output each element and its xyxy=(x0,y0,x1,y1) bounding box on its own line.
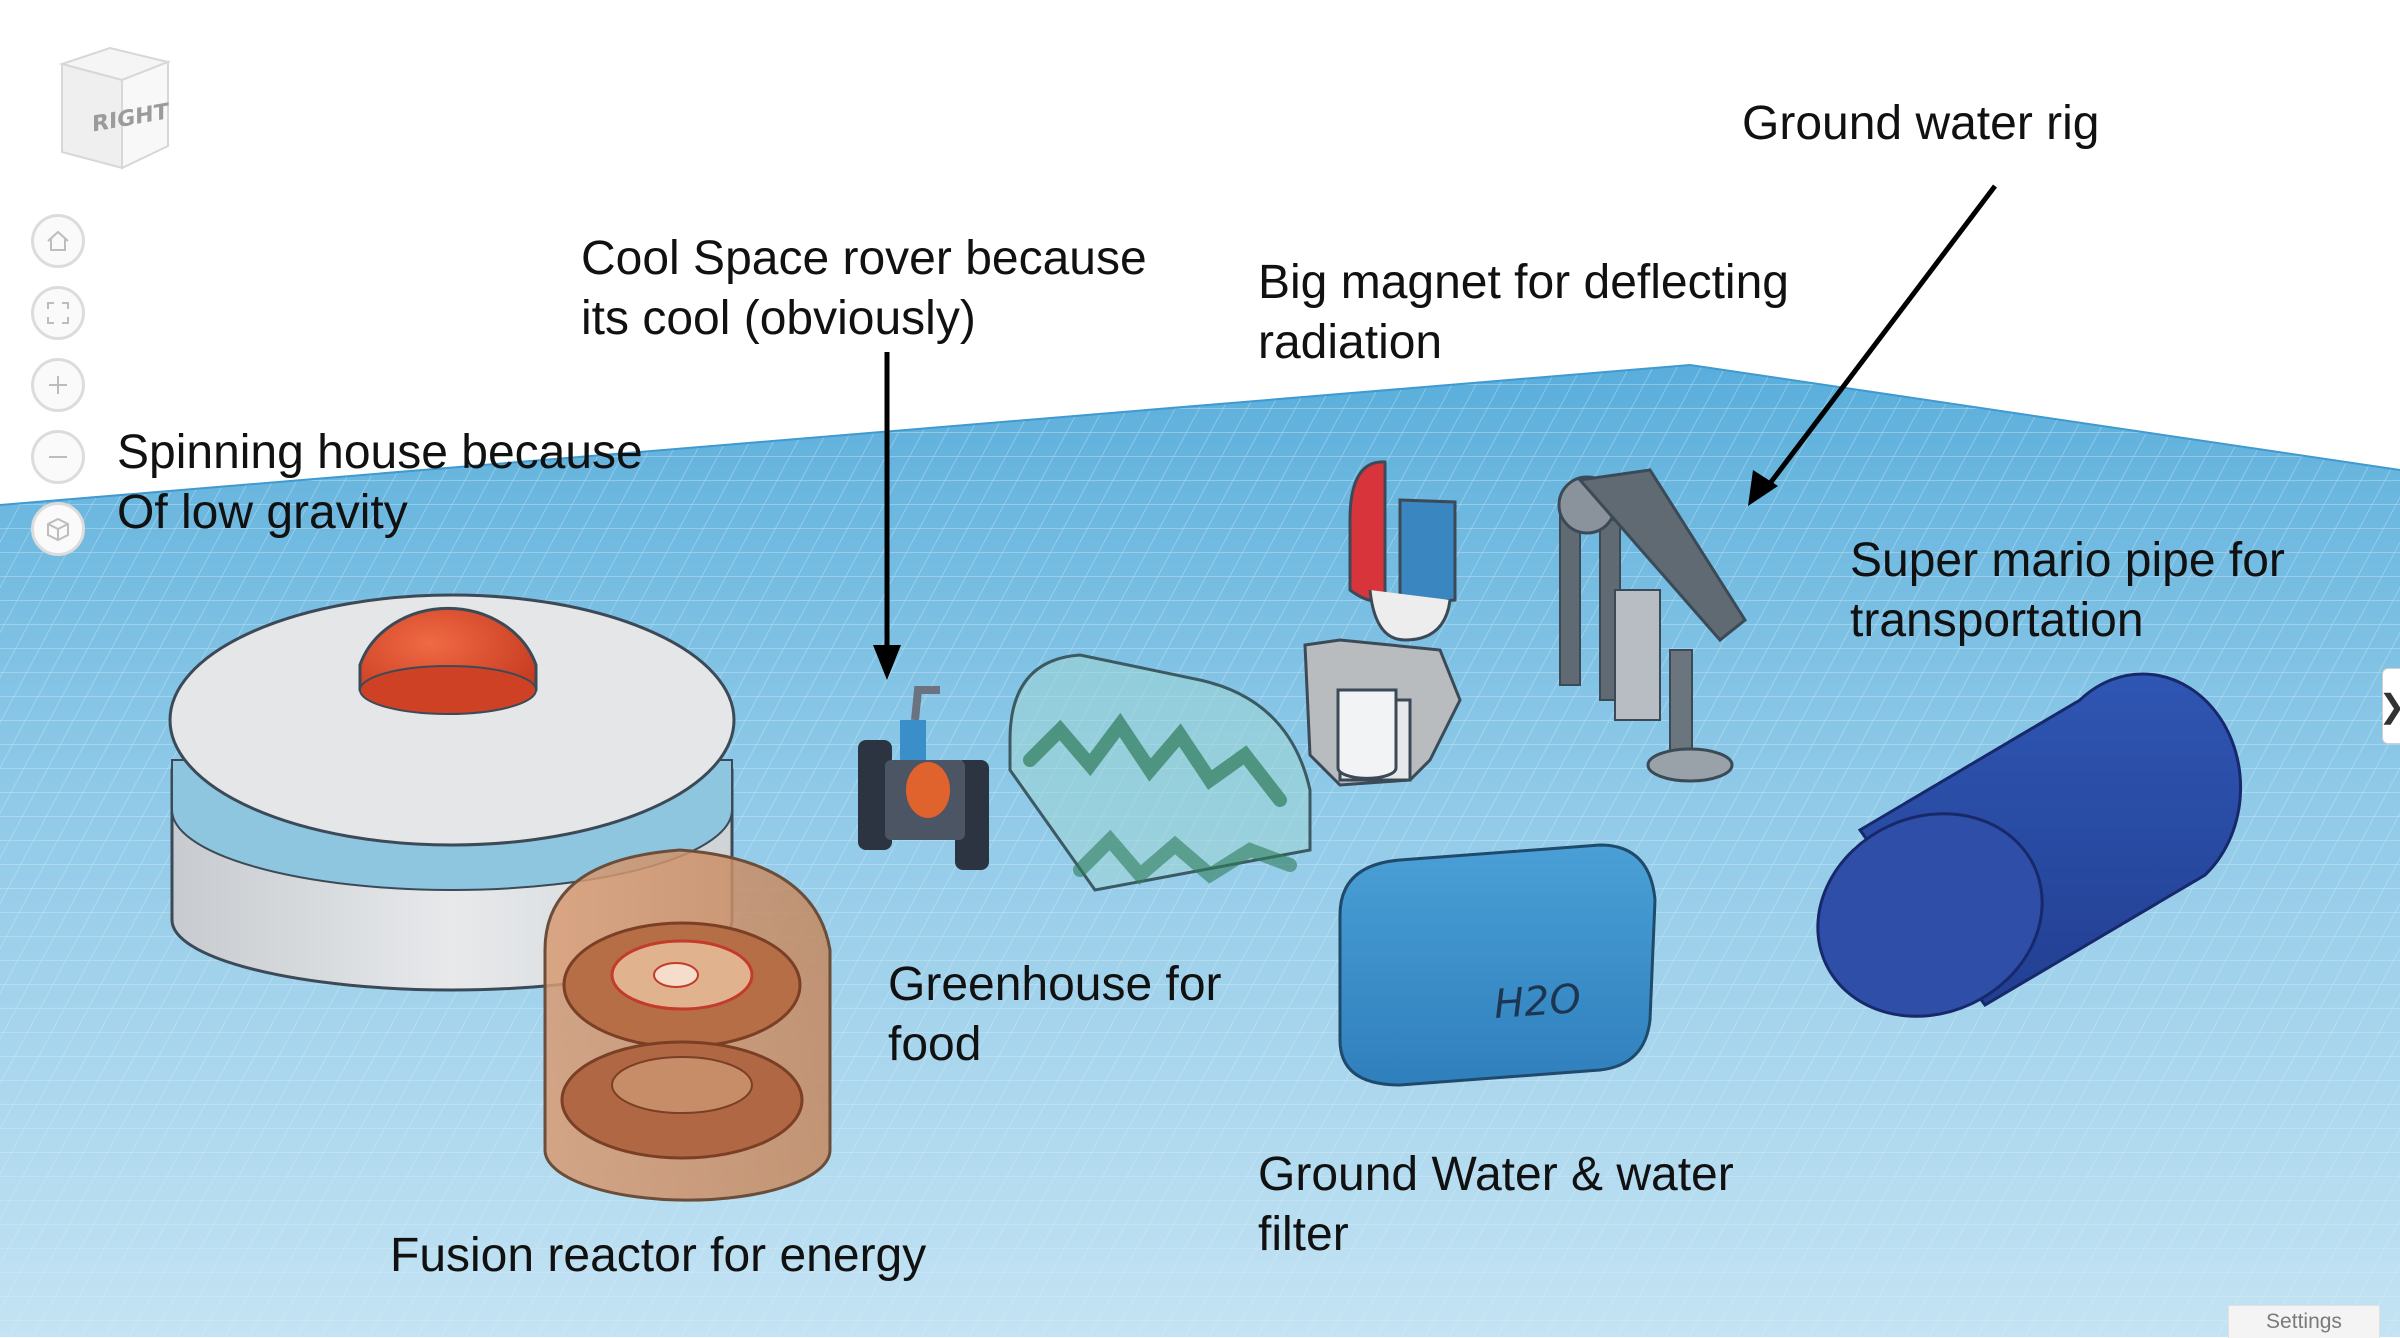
plus-icon xyxy=(49,376,67,394)
water-rig-annotation: Ground water rig xyxy=(1742,94,2100,154)
greenhouse-annotation: Greenhouse for food xyxy=(888,955,1222,1075)
water-tank-model: H2O xyxy=(1338,843,1657,1087)
annotation-arrows xyxy=(873,184,1997,680)
fusion-reactor-model xyxy=(543,848,832,1202)
water-rig-annotation-line1: Ground water rig xyxy=(1742,97,2100,150)
minus-icon xyxy=(49,456,67,458)
magnet-annotation-line2: radiation xyxy=(1258,316,1443,369)
side-panel-toggle-button[interactable]: ❯ xyxy=(2379,668,2400,744)
magnet-annotation: Big magnet for deflecting radiation xyxy=(1258,253,1789,373)
transport-pipe-model xyxy=(1816,672,2242,1018)
pipe-annotation: Super mario pipe for transportation xyxy=(1850,531,2285,651)
rover-annotation-line2: its cool (obviously) xyxy=(581,292,976,345)
tank-label: H2O xyxy=(1492,976,1582,1028)
viewcube[interactable]: RIGHT xyxy=(52,42,172,182)
water-rig-arrow xyxy=(1763,184,1997,492)
fit-all-icon xyxy=(47,302,69,324)
magnet-model xyxy=(1303,460,1462,787)
space-rover-model xyxy=(858,686,989,870)
water-filter-annotation-line1: Ground Water & water xyxy=(1258,1148,1734,1201)
chevron-right-icon: ❯ xyxy=(2379,687,2400,725)
home-view-button[interactable] xyxy=(31,214,85,268)
rover-annotation: Cool Space rover because its cool (obvio… xyxy=(581,229,1147,349)
ortho-cube-icon xyxy=(47,517,69,542)
water-rig-arrowhead xyxy=(1748,470,1778,506)
zoom-out-button[interactable] xyxy=(31,430,85,484)
spinning-house-annotation: Spinning house because Of low gravity xyxy=(117,423,643,543)
greenhouse-annotation-line1: Greenhouse for xyxy=(888,958,1222,1011)
water-filter-annotation-line2: filter xyxy=(1258,1208,1349,1261)
rover-arrowhead xyxy=(873,645,901,680)
settings-button[interactable]: Settings xyxy=(2228,1305,2380,1338)
reactor-annotation: Fusion reactor for energy xyxy=(390,1226,926,1286)
spinning-house-annotation-line1: Spinning house because xyxy=(117,426,643,479)
rover-annotation-line1: Cool Space rover because xyxy=(581,232,1147,285)
fit-view-button[interactable] xyxy=(31,286,85,340)
perspective-toggle-button[interactable] xyxy=(31,502,85,556)
home-icon xyxy=(47,230,69,251)
magnet-annotation-line1: Big magnet for deflecting xyxy=(1258,256,1789,309)
spinning-house-annotation-line2: Of low gravity xyxy=(117,486,408,539)
greenhouse-annotation-line2: food xyxy=(888,1018,982,1071)
pipe-annotation-line1: Super mario pipe for xyxy=(1850,534,2285,587)
viewcube-icon[interactable] xyxy=(52,42,172,182)
greenhouse-model xyxy=(1008,653,1312,892)
ground-water-rig-model xyxy=(1557,468,1747,783)
zoom-in-button[interactable] xyxy=(31,358,85,412)
pipe-annotation-line2: transportation xyxy=(1850,594,2144,647)
reactor-annotation-line1: Fusion reactor for energy xyxy=(390,1229,927,1282)
water-filter-annotation: Ground Water & water filter xyxy=(1258,1145,1734,1265)
